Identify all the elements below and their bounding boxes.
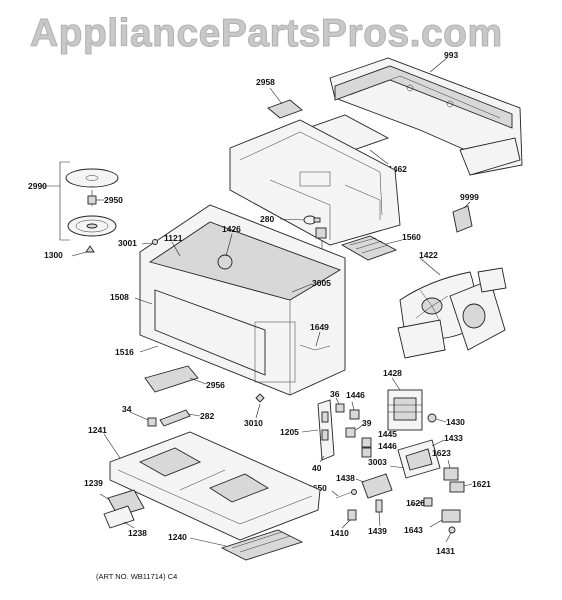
label-1560: 1560 (402, 232, 421, 242)
label-2950: 2950 (104, 195, 123, 205)
part-1649-harness[interactable] (299, 344, 331, 351)
label-993: 993 (444, 50, 458, 60)
label-1445: 1445 (378, 429, 397, 439)
part-9999-manual[interactable] (452, 205, 473, 233)
label-280: 280 (260, 214, 274, 224)
label-1516: 1516 (115, 347, 134, 357)
part-lamp-socket[interactable] (315, 227, 327, 239)
part-turntable-support-ring[interactable] (67, 215, 117, 237)
part-34-bracket[interactable] (147, 417, 157, 427)
label-3010: 3010 (244, 418, 263, 428)
label-1446-top: 1446 (346, 390, 365, 400)
label-3003: 3003 (368, 457, 387, 467)
part-39-switch[interactable] (345, 427, 356, 438)
part-top-air-duct[interactable] (229, 119, 401, 246)
label-1650: 1650 (308, 483, 327, 493)
part-1433-transformer[interactable] (397, 439, 441, 479)
label-1240: 1240 (168, 532, 187, 542)
label-39: 39 (362, 418, 372, 428)
label-3005: 3005 (312, 278, 331, 288)
label-1626: 1626 (406, 498, 425, 508)
part-1422-fan-motor-assembly[interactable] (397, 267, 507, 359)
label-1430: 1430 (446, 417, 465, 427)
label-1446-bottom: 1446 (378, 441, 397, 451)
label-1238: 1238 (128, 528, 147, 538)
part-2958-cover[interactable] (267, 99, 303, 119)
part-oven-cavity[interactable] (139, 204, 346, 396)
label-1431: 1431 (436, 546, 455, 556)
part-3010-screw[interactable] (255, 393, 265, 403)
part-1428-magnetron[interactable] (387, 389, 423, 431)
label-36: 36 (330, 389, 340, 399)
label-1205: 1205 (280, 427, 299, 437)
part-1643-relay[interactable] (441, 509, 461, 523)
label-2990: 2990 (28, 181, 47, 191)
label-1410: 1410 (330, 528, 349, 538)
part-1560-grille[interactable] (340, 235, 398, 261)
label-34-left: 34 (122, 404, 132, 414)
label-40: 40 (312, 463, 322, 473)
part-1446-switch-bottom[interactable] (361, 447, 372, 458)
label-1428: 1428 (383, 368, 402, 378)
part-1300-roller[interactable] (85, 245, 95, 253)
label-282: 282 (200, 411, 214, 421)
part-1410-fuse[interactable] (347, 509, 357, 521)
label-1433: 1433 (444, 433, 463, 443)
label-1438: 1438 (336, 473, 355, 483)
part-1621-bracket[interactable] (449, 481, 465, 493)
watermark: AppliancePartsPros.com (30, 12, 503, 56)
part-1241-bottom-plate[interactable] (109, 431, 321, 541)
part-282-lamp-cover[interactable] (159, 409, 191, 427)
label-1508: 1508 (110, 292, 129, 302)
part-2990-turntable[interactable] (65, 168, 119, 188)
label-1643: 1643 (404, 525, 423, 535)
part-1430-thermal[interactable] (427, 413, 437, 423)
part-1650-thermistor[interactable] (335, 489, 357, 499)
label-1621: 1621 (472, 479, 491, 489)
part-1238-filter[interactable] (103, 505, 135, 529)
label-1649: 1649 (310, 322, 329, 332)
label-2958: 2958 (256, 77, 275, 87)
label-3001: 3001 (118, 238, 137, 248)
label-1422: 1422 (419, 250, 438, 260)
art-number: (ART NO. WB11714) C4 (96, 572, 178, 581)
part-1626-thermostat[interactable] (423, 497, 433, 507)
label-9999: 9999 (460, 192, 479, 202)
label-1623: 1623 (432, 448, 451, 458)
label-1426: 1426 (222, 224, 241, 234)
part-3001-screw[interactable] (152, 239, 158, 245)
part-2950-turntable-coupler[interactable] (87, 195, 97, 205)
part-1446-switch-top[interactable] (349, 409, 360, 420)
label-1239: 1239 (84, 478, 103, 488)
part-993-support-bracket[interactable] (329, 57, 523, 176)
part-36-switch[interactable] (335, 403, 345, 413)
part-1240-charcoal-filter[interactable] (220, 529, 304, 561)
label-1439: 1439 (368, 526, 387, 536)
part-2956-filter[interactable] (144, 365, 199, 393)
part-1438-capacitor[interactable] (361, 473, 393, 499)
label-1300: 1300 (44, 250, 63, 260)
part-280-lamp[interactable] (303, 215, 321, 225)
label-1121: 1121 (164, 233, 183, 243)
label-2956: 2956 (206, 380, 225, 390)
part-1439-diode[interactable] (375, 499, 383, 513)
part-1445-switch[interactable] (361, 437, 372, 448)
part-1431-sensor[interactable] (448, 526, 456, 534)
label-1241: 1241 (88, 425, 107, 435)
label-1462: 1462 (388, 164, 407, 174)
part-1205-latch-board[interactable] (317, 399, 335, 461)
part-1623-capacitor[interactable] (443, 467, 459, 481)
